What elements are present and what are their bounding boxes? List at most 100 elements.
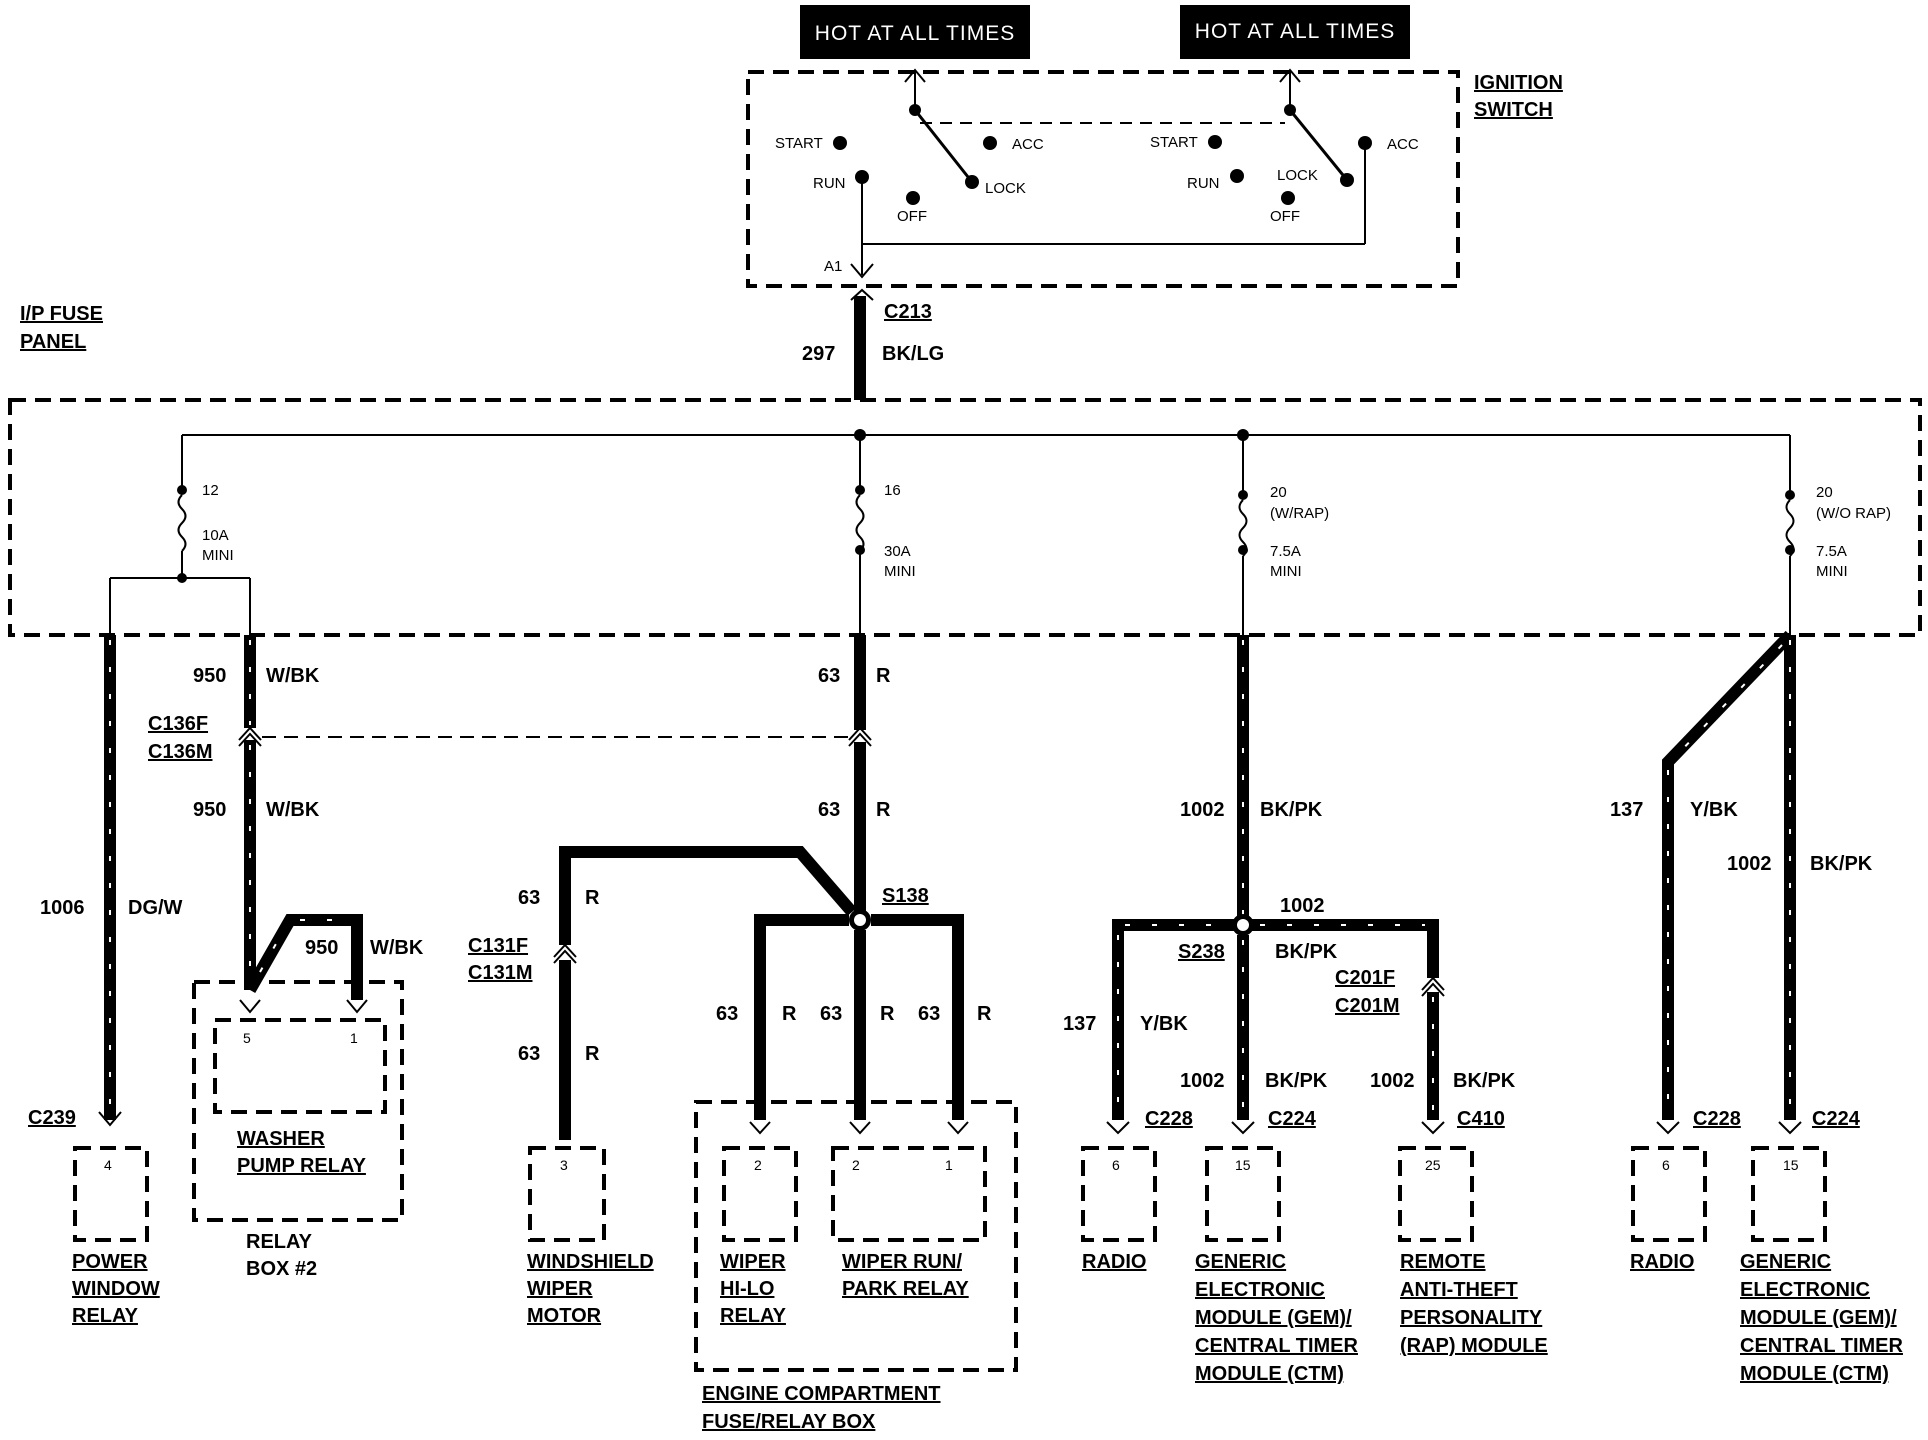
ign-left-lock: LOCK [985, 180, 1026, 197]
connector-c131f: C131F [468, 935, 528, 957]
engine-box-label-2: FUSE/RELAY BOX [702, 1411, 876, 1433]
circuit-1006-color: DG/W [128, 897, 183, 919]
gem-b-pin: 15 [1783, 1157, 1799, 1173]
gem-a-label-2: ELECTRONIC [1195, 1279, 1325, 1301]
wiper-run-park-label-1: WIPER RUN/ [842, 1251, 962, 1273]
rap-label-1: REMOTE [1400, 1251, 1486, 1273]
gem-b-label-1: GENERIC [1740, 1251, 1831, 1273]
circuit-1002-gem-number: 1002 [1180, 1070, 1225, 1092]
washer-pump-relay-label-1: WASHER [237, 1128, 325, 1150]
fuse-12-number: 12 [202, 482, 219, 499]
wiper-motor-pin: 3 [560, 1157, 568, 1173]
relay-box-2: 5 1 WASHER PUMP RELAY RELAY BOX #2 [192, 980, 404, 1280]
circuit-63-b-color: R [880, 1003, 895, 1025]
connector-c228-b: C228 [1693, 1108, 1741, 1130]
gem-a-label-4: CENTRAL TIMER [1195, 1335, 1359, 1357]
fuse-20-rap-type: MINI [1270, 563, 1302, 580]
circuit-950-mid-color: W/BK [266, 799, 320, 821]
radio-a-label: RADIO [1082, 1251, 1146, 1273]
ip-fuse-panel: I/P FUSE PANEL 12 10A MINI 16 30A MINI [8, 303, 1922, 637]
rap-label-3: PERSONALITY [1400, 1307, 1543, 1329]
splice-s238: S238 [1178, 941, 1225, 963]
ign-right-lock: LOCK [1277, 167, 1318, 184]
ign-left-acc: ACC [1012, 136, 1044, 153]
engine-compartment-box: 2 2 1 WIPER HI-LO RELAY WIPER RUN/ PARK … [694, 1100, 1018, 1433]
circuit-63-c-color: R [977, 1003, 992, 1025]
rap-module: 25 REMOTE ANTI-THEFT PERSONALITY (RAP) M… [1398, 1146, 1548, 1357]
circuit-63-top-number: 63 [818, 665, 840, 687]
gem-a-pin: 15 [1235, 1157, 1251, 1173]
connector-c136m: C136M [148, 741, 212, 763]
power-window-relay-pin: 4 [104, 1157, 112, 1173]
connector-c131m: C131M [468, 962, 532, 984]
wiper-run-park-label-2: PARK RELAY [842, 1278, 969, 1300]
washer-pump-relay-label-2: PUMP RELAY [237, 1155, 367, 1177]
relay-box-label-2: BOX #2 [246, 1258, 317, 1280]
circuit-950-mid-number: 950 [193, 799, 226, 821]
circuit-137-right-color: Y/BK [1690, 799, 1738, 821]
hot-at-all-times-right: HOT AT ALL TIMES [1180, 5, 1410, 59]
fuse-20-rap-rating: 7.5A [1270, 543, 1301, 560]
wiper-hilo-relay-label-1: WIPER [720, 1251, 786, 1273]
circuit-63-b-number: 63 [820, 1003, 842, 1025]
circuit-137-mid-number: 137 [1063, 1013, 1096, 1035]
power-window-relay-label-2: WINDOW [72, 1278, 160, 1300]
circuit-right-no-rap: 137 Y/BK 1002 BK/PK C228 C224 [1610, 630, 1873, 1135]
ign-right-start: START [1150, 134, 1198, 151]
connector-c224-a: C224 [1268, 1108, 1317, 1130]
ign-right-run: RUN [1187, 175, 1220, 192]
circuit-63-wiper-bot-color: R [585, 1043, 600, 1065]
ignition-switch-title-2: SWITCH [1474, 99, 1553, 121]
power-window-relay: 4 POWER WINDOW RELAY [72, 1146, 160, 1327]
circuit-1002-right-number: 1002 [1727, 853, 1772, 875]
circuit-63: 63 R 63 R S138 63 R C131F C131M 63 R 63 … [468, 635, 992, 1140]
ignition-switch: IGNITION SWITCH START ACC RUN LOCK OFF S… [746, 68, 1563, 288]
connector-c213: C213 [884, 301, 932, 323]
connector-c136f: C136F [148, 713, 208, 735]
circuit-1002-top-color: BK/PK [1260, 799, 1323, 821]
circuit-63-a-color: R [782, 1003, 797, 1025]
fuse-20-norap-note: (W/O RAP) [1816, 505, 1891, 522]
windshield-wiper-motor: 3 WINDSHIELD WIPER MOTOR [527, 1146, 654, 1327]
circuit-1006: 1006 DG/W C239 [28, 635, 183, 1129]
circuit-297-number: 297 [802, 343, 835, 365]
wiper-motor-label-3: MOTOR [527, 1305, 602, 1327]
power-window-relay-label-3: RELAY [72, 1305, 139, 1327]
gem-a-label-1: GENERIC [1195, 1251, 1286, 1273]
fuse-16-rating: 30A [884, 543, 911, 560]
wiper-hilo-relay-label-2: HI-LO [720, 1278, 774, 1300]
wiper-motor-label-2: WIPER [527, 1278, 593, 1300]
circuit-1006-number: 1006 [40, 897, 85, 919]
circuit-63-wiper-top-number: 63 [518, 887, 540, 909]
circuit-63-mid-color: R [876, 799, 891, 821]
engine-box-label-1: ENGINE COMPARTMENT [702, 1383, 941, 1405]
ign-pin-a1: A1 [824, 258, 842, 275]
circuit-63-c-number: 63 [918, 1003, 940, 1025]
circuit-63-top-color: R [876, 665, 891, 687]
radio-a: 6 RADIO [1081, 1146, 1157, 1273]
wiper-hilo-relay-label-3: RELAY [720, 1305, 787, 1327]
wiper-run-park-pin-1: 1 [945, 1157, 953, 1173]
rap-pin: 25 [1425, 1157, 1441, 1173]
fuse-20-norap-type: MINI [1816, 563, 1848, 580]
fuse-20-rap-note: (W/RAP) [1270, 505, 1329, 522]
fuse-16-number: 16 [884, 482, 901, 499]
fuse-panel-title-1: I/P FUSE [20, 303, 103, 325]
wiper-run-park-pin-2: 2 [852, 1157, 860, 1173]
gem-b-label-4: CENTRAL TIMER [1740, 1335, 1904, 1357]
circuit-1002-top-number: 1002 [1180, 799, 1225, 821]
wiper-hilo-relay-pin: 2 [754, 1157, 762, 1173]
circuit-1002-splice-number: 1002 [1280, 895, 1325, 917]
gem-b-label-5: MODULE (CTM) [1740, 1363, 1889, 1385]
fuse-20-norap-number: 20 [1816, 484, 1833, 501]
circuit-1002-splice-color: BK/PK [1275, 941, 1338, 963]
ign-right-off: OFF [1270, 208, 1300, 225]
fuse-12-type: MINI [202, 547, 234, 564]
ign-left-start: START [775, 135, 823, 152]
connector-c228-a: C228 [1145, 1108, 1193, 1130]
fuse-16-type: MINI [884, 563, 916, 580]
gem-b: 15 GENERIC ELECTRONIC MODULE (GEM)/ CENT… [1740, 1146, 1904, 1385]
ignition-switch-title-1: IGNITION [1474, 72, 1563, 94]
circuit-137-right-number: 137 [1610, 799, 1643, 821]
hot-label-left: HOT AT ALL TIMES [815, 22, 1015, 45]
